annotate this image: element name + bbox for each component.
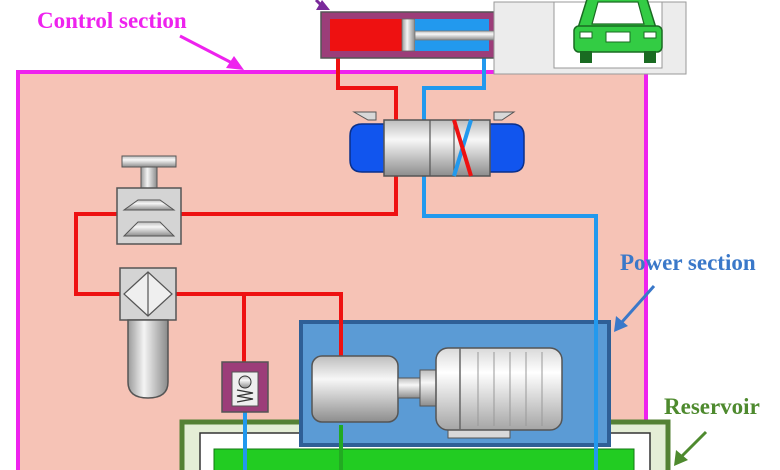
control-section-label: Control section (37, 8, 187, 33)
reservoir-label-arrow (674, 430, 708, 466)
pressure-gauge-icon (116, 155, 182, 245)
directional-valve-icon (349, 111, 525, 177)
check-valve-icon (221, 361, 269, 413)
reservoir-label: Reservoir (664, 394, 760, 419)
hydraulic-fluid (213, 448, 635, 470)
car-icon (573, 0, 663, 63)
car-lift (493, 0, 687, 75)
filter-icon (119, 267, 177, 399)
power-section-label: Power section (620, 250, 756, 275)
power-label-arrow (614, 285, 656, 332)
pressure-lines (74, 55, 398, 370)
control-label-arrow (179, 34, 244, 70)
cylinder-label-arrow (314, 0, 330, 10)
pump-icon (311, 355, 437, 423)
hydraulic-cylinder-icon (320, 11, 556, 59)
electric-motor-icon (435, 347, 563, 439)
